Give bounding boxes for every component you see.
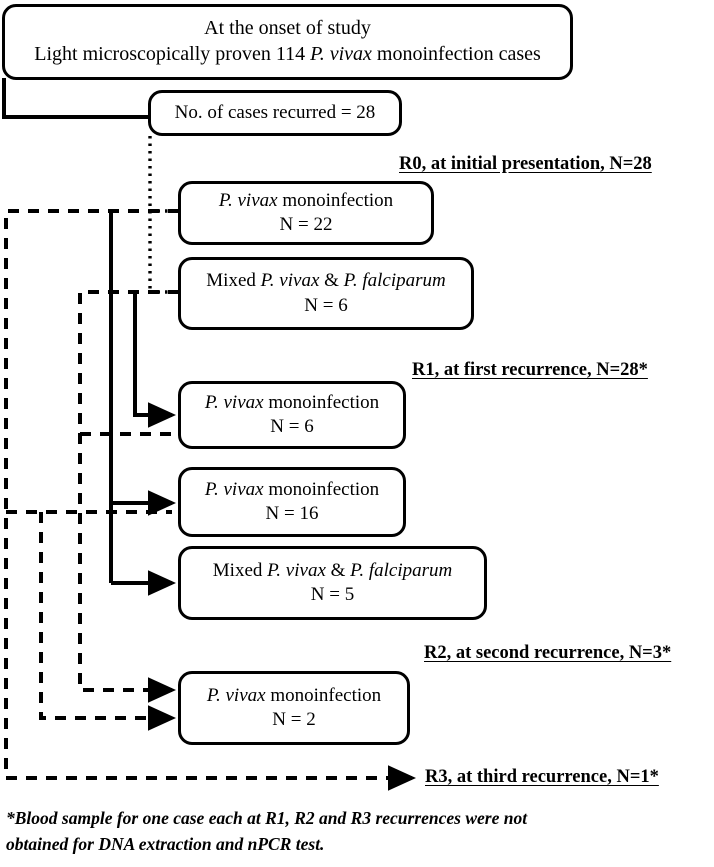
connector-solid-trunk-b [133, 292, 176, 428]
footnote-line2: obtained for DNA extraction and nPCR tes… [6, 834, 325, 855]
box-r2-vivax-2: P. vivax monoinfection N = 2 [178, 671, 410, 745]
box-count-label: N = 16 [265, 503, 319, 524]
box-r1-mixed-5: Mixed P. vivax & P. falciparum N = 5 [178, 546, 487, 620]
box-count-label: N = 5 [310, 584, 355, 605]
footnote: *Blood sample for one case each at R1, R… [6, 805, 706, 858]
connector-dashed-trunk-mid [39, 512, 176, 731]
box-species-label: P. vivax monoinfection [204, 478, 380, 500]
recurred-cases-box: No. of cases recurred = 28 [148, 90, 402, 136]
box-count-label: N = 22 [279, 214, 333, 235]
connector-dashed-trunk-inner [78, 290, 179, 703]
title-box-line1: At the onset of study [204, 17, 371, 40]
title-box: At the onset of study Light microscopica… [2, 4, 573, 80]
box-r1-vivax-16: P. vivax monoinfection N = 16 [178, 467, 406, 537]
box-count-label: N = 2 [272, 709, 316, 730]
box-species-label: Mixed P. vivax & P. falciparum [206, 270, 446, 292]
title-box-line2: Light microscopically proven 114 P. viva… [34, 43, 541, 65]
section-header-r3: R3, at third recurrence, N=1* [425, 767, 659, 787]
box-species-label: Mixed P. vivax & P. falciparum [212, 559, 453, 581]
section-header-r0: R0, at initial presentation, N=28 [399, 154, 652, 174]
section-header-r2: R2, at second recurrence, N=3* [424, 643, 672, 663]
connector-solid-trunk-a [109, 211, 176, 596]
box-species-label: P. vivax monoinfection [206, 684, 382, 706]
box-r0-vivax-22: P. vivax monoinfection N = 22 [178, 181, 434, 245]
box-r0-mixed-6: Mixed P. vivax & P. falciparum N = 6 [178, 257, 474, 330]
footnote-line1: *Blood sample for one case each at R1, R… [6, 808, 528, 828]
box-species-label: P. vivax monoinfection [204, 391, 380, 413]
box-r1-vivax-6: P. vivax monoinfection N = 6 [178, 381, 406, 449]
section-header-r1: R1, at first recurrence, N=28* [412, 360, 648, 380]
box-species-label: P. vivax monoinfection [218, 189, 394, 211]
box-count-label: N = 6 [270, 416, 314, 437]
recurred-cases-label: No. of cases recurred = 28 [174, 101, 376, 123]
box-count-label: N = 6 [304, 294, 348, 316]
connector-dotted-r0 [148, 136, 179, 294]
connector-title-to-recurred [2, 78, 150, 119]
